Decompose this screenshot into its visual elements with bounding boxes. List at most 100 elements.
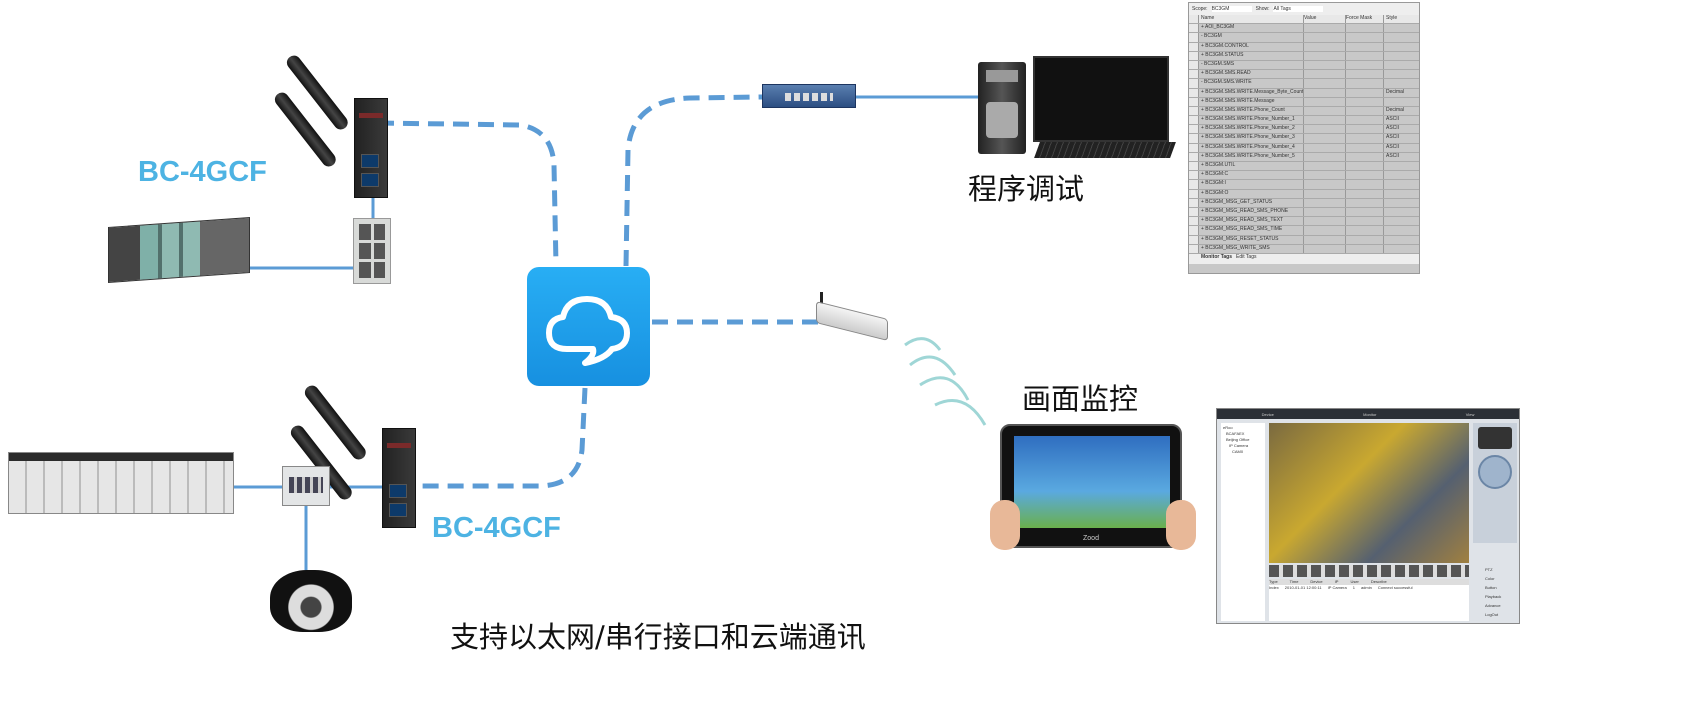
tree-item[interactable]: IP Camera (1229, 443, 1249, 448)
tag-force-mask[interactable] (1346, 24, 1384, 33)
col-style[interactable]: Style (1386, 15, 1398, 21)
tag-value[interactable] (1304, 171, 1346, 180)
tag-value[interactable] (1304, 152, 1346, 161)
tag-style[interactable] (1384, 24, 1419, 32)
tag-value[interactable] (1304, 24, 1346, 33)
color-button[interactable]: Color (1485, 576, 1495, 581)
tag-style[interactable] (1384, 79, 1419, 87)
tag-force-mask[interactable] (1346, 171, 1384, 180)
tag-style[interactable]: ASCII (1386, 152, 1400, 159)
tag-style[interactable] (1384, 190, 1419, 198)
tag-row[interactable]: + BC3GM.SMS.READ (1189, 70, 1419, 80)
tag-row[interactable]: + BC3GM_MSG_GET_STATUS (1189, 198, 1419, 208)
tag-force-mask[interactable] (1346, 51, 1384, 60)
tag-force-mask[interactable] (1346, 42, 1384, 51)
tag-value[interactable] (1304, 106, 1346, 116)
tag-row[interactable]: + BC3GM.CONTROL (1189, 42, 1419, 52)
tag-style[interactable] (1384, 61, 1419, 69)
tag-force-mask[interactable] (1346, 162, 1384, 171)
tag-value[interactable] (1304, 79, 1346, 88)
tag-style[interactable] (1384, 43, 1419, 51)
tag-value[interactable] (1304, 116, 1346, 125)
tag-style[interactable] (1384, 70, 1419, 78)
tag-value[interactable] (1304, 88, 1346, 97)
scope-select[interactable]: BC3GM (1211, 6, 1252, 12)
tag-row[interactable]: + BC3GM_MSG_READ_SMS_TEXT (1189, 217, 1419, 227)
tag-value[interactable] (1304, 70, 1346, 79)
tag-row[interactable]: + BC3GM:I (1189, 180, 1419, 190)
menu-device[interactable]: Device (1261, 411, 1274, 417)
tag-force-mask[interactable] (1346, 60, 1384, 70)
tag-force-mask[interactable] (1346, 33, 1384, 42)
tag-row[interactable]: + BC3GM:C (1189, 171, 1419, 181)
tag-row[interactable]: + BC3GM:O (1189, 189, 1419, 199)
tag-force-mask[interactable] (1346, 134, 1384, 143)
tag-style[interactable] (1384, 245, 1419, 253)
tag-style[interactable]: Decimal (1386, 106, 1405, 113)
tag-force-mask[interactable] (1346, 143, 1384, 152)
tag-row[interactable]: - BC3GM.SMS (1189, 60, 1419, 71)
tag-row[interactable]: + BC3GM.STATUS (1189, 51, 1419, 61)
tag-row[interactable]: + BC3GM.SMS.WRITE.Message (1189, 97, 1419, 107)
tag-force-mask[interactable] (1346, 180, 1384, 189)
tag-value[interactable] (1304, 125, 1346, 134)
tag-style[interactable] (1384, 199, 1419, 207)
tag-force-mask[interactable] (1346, 217, 1384, 226)
tag-row[interactable]: - BC3GM.SMS.WRITE (1189, 79, 1419, 89)
tag-force-mask[interactable] (1346, 125, 1384, 134)
tag-force-mask[interactable] (1346, 235, 1384, 244)
tag-force-mask[interactable] (1346, 189, 1384, 198)
tag-force-mask[interactable] (1346, 226, 1384, 235)
ptz-joystick[interactable] (1478, 455, 1512, 489)
tree-item[interactable]: eRoo (1223, 425, 1233, 430)
tag-value[interactable] (1304, 226, 1346, 235)
col-force-mask[interactable]: Force Mask (1346, 15, 1384, 24)
tag-value[interactable] (1304, 235, 1346, 244)
tag-value[interactable] (1304, 244, 1346, 253)
tag-force-mask[interactable] (1346, 70, 1384, 79)
tag-value[interactable] (1304, 134, 1346, 143)
tab-edit-tags[interactable]: Edit Tags (1236, 253, 1257, 260)
tag-force-mask[interactable] (1346, 88, 1384, 97)
tag-style[interactable]: Decimal (1386, 88, 1405, 95)
tag-style[interactable] (1384, 33, 1419, 41)
tag-value[interactable] (1304, 198, 1346, 207)
tag-style[interactable] (1384, 226, 1419, 234)
tag-force-mask[interactable] (1346, 198, 1384, 207)
tag-force-mask[interactable] (1346, 97, 1384, 106)
menu-view[interactable]: View (1465, 411, 1475, 417)
tag-style[interactable]: ASCII (1386, 134, 1400, 141)
tag-row[interactable]: + BC3GM_MSG_READ_SMS_TIME (1189, 226, 1419, 236)
tab-monitor-tags[interactable]: Monitor Tags (1201, 253, 1233, 260)
tag-row[interactable]: - BC3GM (1189, 33, 1419, 43)
tag-row[interactable]: + BC3GM_MSG_WRITE_SMS (1189, 244, 1419, 254)
logout-button[interactable]: LogOut (1485, 612, 1499, 617)
col-name[interactable]: Name (1199, 15, 1304, 24)
button-button[interactable]: Button (1485, 585, 1497, 590)
tag-row[interactable]: + BC3GM_MSG_RESET_STATUS (1189, 235, 1419, 245)
tag-style[interactable] (1384, 236, 1419, 244)
tag-value[interactable] (1304, 143, 1346, 152)
tag-force-mask[interactable] (1346, 152, 1384, 161)
tag-style[interactable]: ASCII (1386, 143, 1400, 150)
tag-style[interactable] (1384, 171, 1419, 179)
tag-style[interactable] (1384, 52, 1419, 60)
tag-force-mask[interactable] (1346, 207, 1384, 217)
tag-force-mask[interactable] (1346, 244, 1384, 253)
tag-style[interactable] (1384, 98, 1419, 106)
tree-item[interactable]: Beijing Office (1226, 437, 1250, 442)
tag-force-mask[interactable] (1346, 79, 1384, 88)
tag-style[interactable]: ASCII (1386, 125, 1400, 132)
tag-value[interactable] (1304, 51, 1346, 60)
tree-item[interactable]: BCAFAEX (1226, 431, 1245, 436)
col-value[interactable]: Value (1304, 15, 1346, 24)
tag-style[interactable] (1384, 217, 1419, 225)
tag-value[interactable] (1304, 33, 1346, 42)
tag-value[interactable] (1304, 42, 1346, 51)
